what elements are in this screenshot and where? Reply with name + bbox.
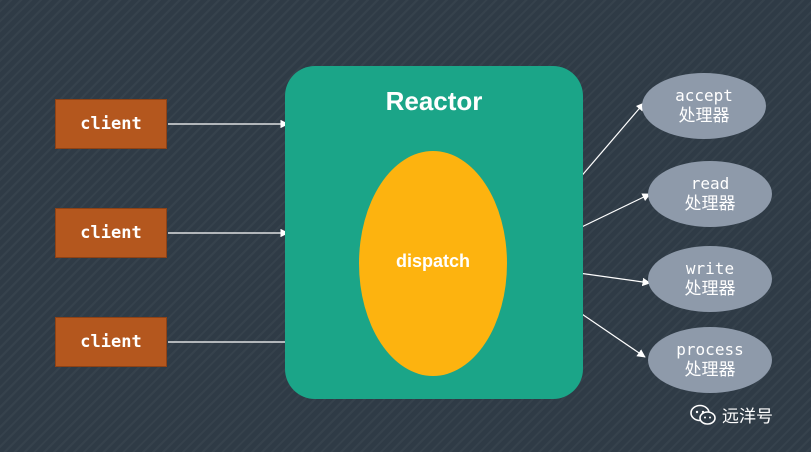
client-label: client	[80, 223, 142, 243]
reactor-title: Reactor	[385, 86, 483, 116]
handler-read: read 处理器	[648, 161, 772, 227]
dispatch-label: dispatch	[395, 251, 470, 271]
client-box-1: client	[55, 99, 167, 149]
handler-write: write 处理器	[648, 246, 772, 312]
client-label: client	[80, 114, 142, 134]
handler-name: accept	[675, 86, 733, 105]
watermark-text: 远洋号	[722, 407, 773, 427]
client-box-3: client	[55, 317, 167, 367]
handler-process: process 处理器	[648, 327, 772, 393]
handler-sub: 处理器	[684, 279, 736, 299]
handler-name: read	[690, 174, 730, 193]
wechat-icon	[690, 404, 716, 425]
dispatch-ellipse	[359, 151, 507, 376]
watermark: 远洋号	[690, 402, 773, 427]
client-label: client	[80, 332, 142, 352]
handler-accept: accept 处理器	[642, 73, 766, 139]
handler-sub: 处理器	[684, 360, 736, 380]
handler-sub: 处理器	[684, 194, 736, 214]
client-box-2: client	[55, 208, 167, 258]
handler-sub: 处理器	[678, 106, 730, 126]
handler-name: write	[685, 259, 735, 278]
handler-name: process	[676, 340, 744, 359]
